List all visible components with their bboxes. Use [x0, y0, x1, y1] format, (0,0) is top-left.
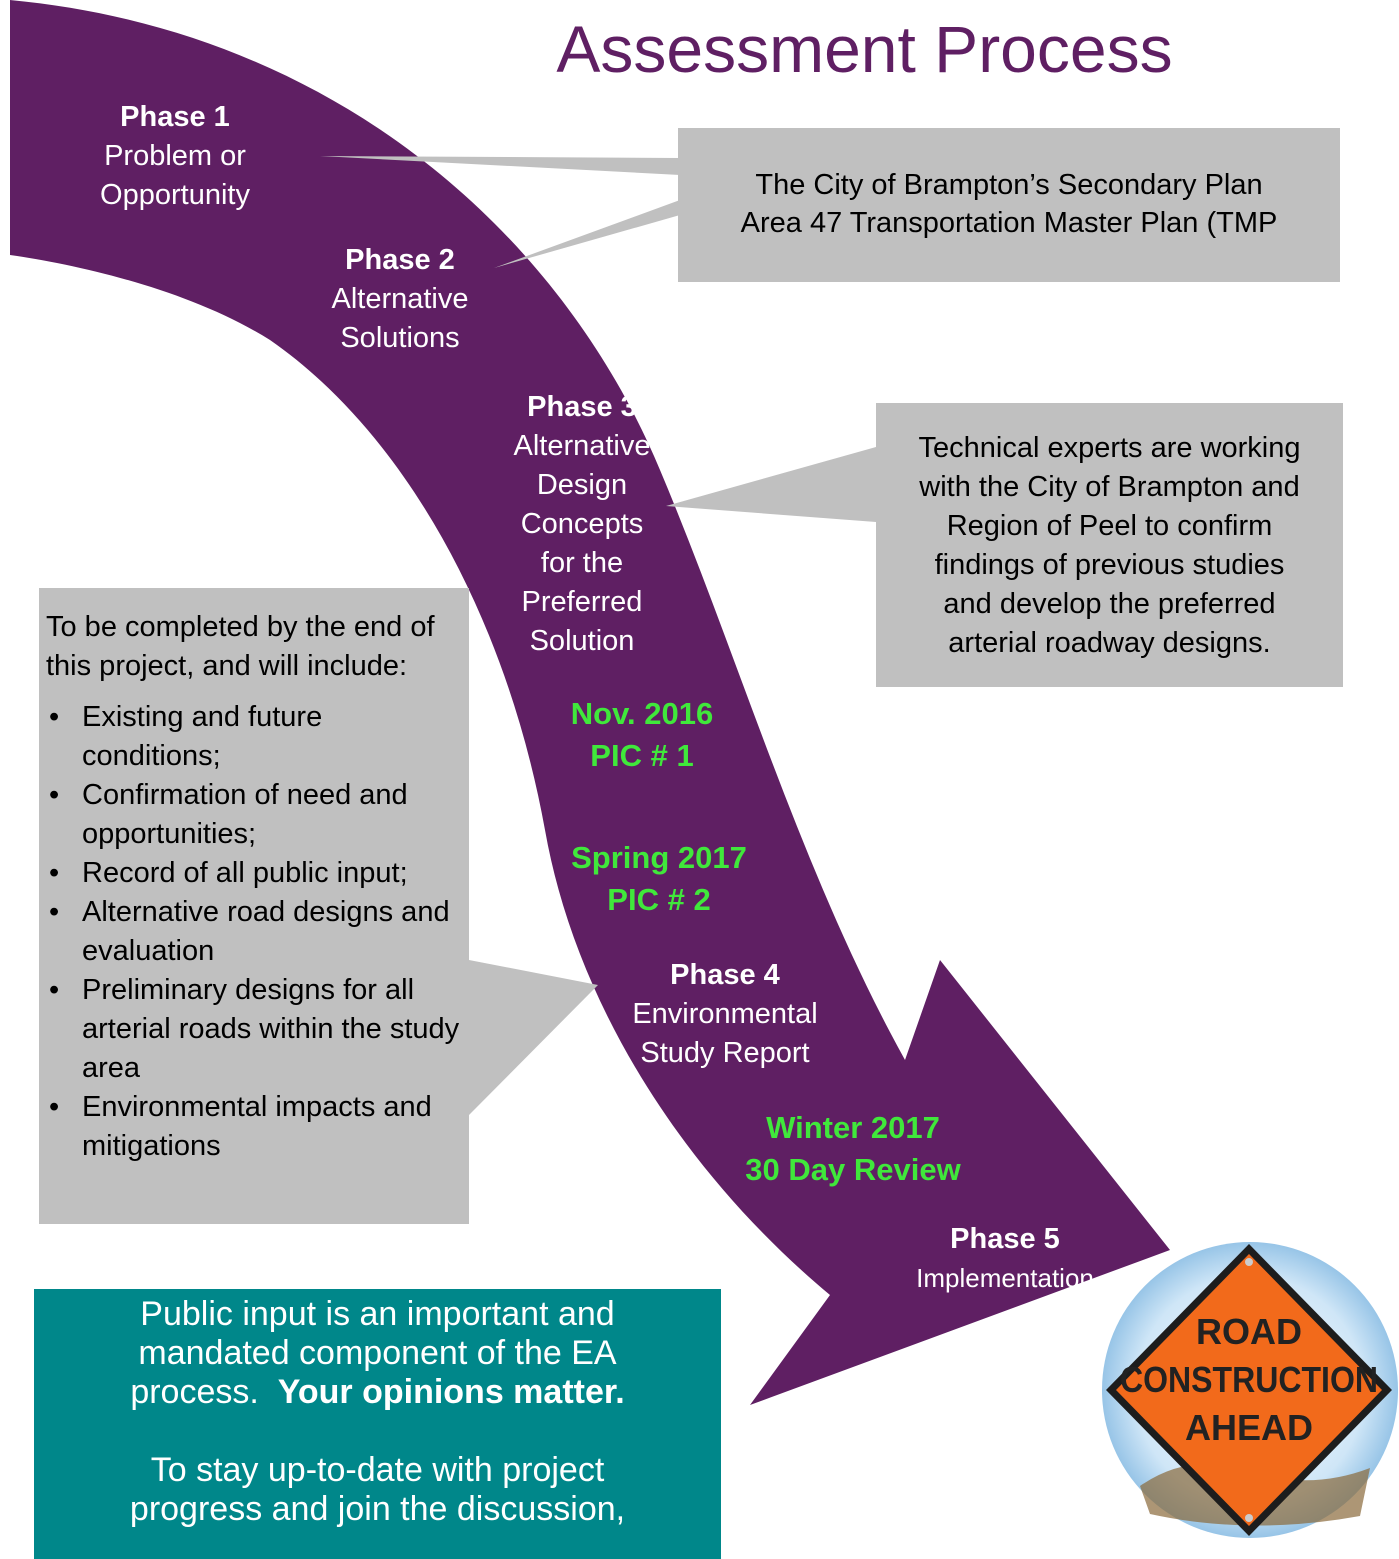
sign-face [1116, 1254, 1382, 1526]
tech-callout-line: Region of Peel to confirm [946, 510, 1273, 542]
phase-2-description: Alternative Solutions [331, 283, 469, 354]
phase-5-description: Implementation [916, 1263, 1094, 1293]
opinions-matter-text: Your opinions matter. [277, 1373, 625, 1411]
milestone-pic-1: Nov. 2016 PIC # 1 [522, 693, 762, 777]
milestone-date: Spring 2017 [571, 840, 747, 875]
milestone-label: 30 Day Review [745, 1152, 961, 1187]
phase-2-heading: Phase 2 [345, 244, 455, 276]
milestone-date: Nov. 2016 [570, 696, 714, 731]
road-construction-sign: ROAD CONSTRUCTION AHEAD [1102, 1242, 1398, 1538]
list-item: Alternative road designs and evaluation [46, 893, 461, 971]
tmp-callout-pointer [320, 156, 680, 268]
milestone-review: Winter 2017 30 Day Review [703, 1107, 1003, 1191]
public-input-line: progress and join the discussion, [129, 1490, 626, 1528]
phase-1-heading: Phase 1 [120, 101, 230, 133]
list-item: Existing and future conditions; [46, 698, 461, 776]
tech-callout-line: findings of previous studies [934, 549, 1285, 581]
process-arrow [10, 0, 1170, 1405]
phase-3: Phase 3 Alternative Design Concepts for … [482, 388, 682, 661]
phase-3-description: Alternative Design Concepts for the Pref… [513, 430, 651, 657]
phase-1-description: Problem or Opportunity [100, 140, 250, 211]
tech-callout-line: arterial roadway designs. [948, 627, 1271, 659]
public-input-line: mandated component of the EA [138, 1334, 617, 1372]
phase-5-heading: Phase 5 [950, 1223, 1060, 1255]
public-input-line: Public input is an important and [140, 1295, 615, 1333]
public-input-text: process. [130, 1373, 259, 1411]
list-callout-pointer [469, 960, 598, 1115]
tmp-callout: The City of Brampton’s Secondary Plan Ar… [678, 128, 1340, 282]
sign-bolt [1245, 1258, 1253, 1266]
sign-line: CONSTRUCTION [1120, 1359, 1378, 1400]
list-item: Record of all public input; [46, 854, 461, 893]
phase-4: Phase 4 Environmental Study Report [605, 956, 845, 1073]
deliverables-intro: To be completed by the end of this proje… [46, 611, 435, 682]
sign-line: AHEAD [1185, 1407, 1313, 1448]
page-title: Assessment Process [556, 12, 1173, 86]
sign-line: ROAD [1196, 1311, 1302, 1352]
deliverables-list: Existing and future conditions; Confirma… [46, 698, 461, 1166]
milestone-date: Winter 2017 [766, 1110, 940, 1145]
public-input-box: Public input is an important and mandate… [34, 1289, 721, 1559]
milestone-label: PIC # 2 [607, 882, 711, 917]
milestone-pic-2: Spring 2017 PIC # 2 [519, 837, 799, 921]
tech-callout-line: and develop the preferred [943, 588, 1276, 620]
tech-callout-line: Technical experts are working [918, 432, 1301, 464]
tmp-callout-line: The City of Brampton’s Secondary Plan [755, 169, 1263, 201]
phase-2: Phase 2 Alternative Solutions [300, 241, 500, 358]
technical-experts-callout: Technical experts are working with the C… [876, 403, 1343, 687]
milestone-label: PIC # 1 [590, 738, 694, 773]
phase-4-heading: Phase 4 [670, 959, 780, 991]
list-item: Environmental impacts and mitigations [46, 1088, 461, 1166]
public-input-line: To stay up-to-date with project [150, 1451, 605, 1489]
public-input-line: process. Your opinions matter. [34, 1373, 721, 1412]
tech-callout-line: with the City of Brampton and [919, 471, 1300, 503]
list-item: Confirmation of need and opportunities; [46, 776, 461, 854]
phase-3-heading: Phase 3 [527, 391, 637, 423]
phase-4-description: Environmental Study Report [632, 998, 818, 1069]
deliverables-callout: To be completed by the end of this proje… [39, 588, 469, 1224]
phase-5: Phase 5 Implementation [885, 1220, 1125, 1298]
tmp-callout-line: Area 47 Transportation Master Plan (TMP [740, 207, 1278, 239]
list-item: Preliminary designs for all arterial roa… [46, 971, 461, 1088]
phase-1: Phase 1 Problem or Opportunity [70, 98, 280, 215]
sign-bolt [1245, 1514, 1253, 1522]
tech-callout-pointer [666, 447, 876, 522]
